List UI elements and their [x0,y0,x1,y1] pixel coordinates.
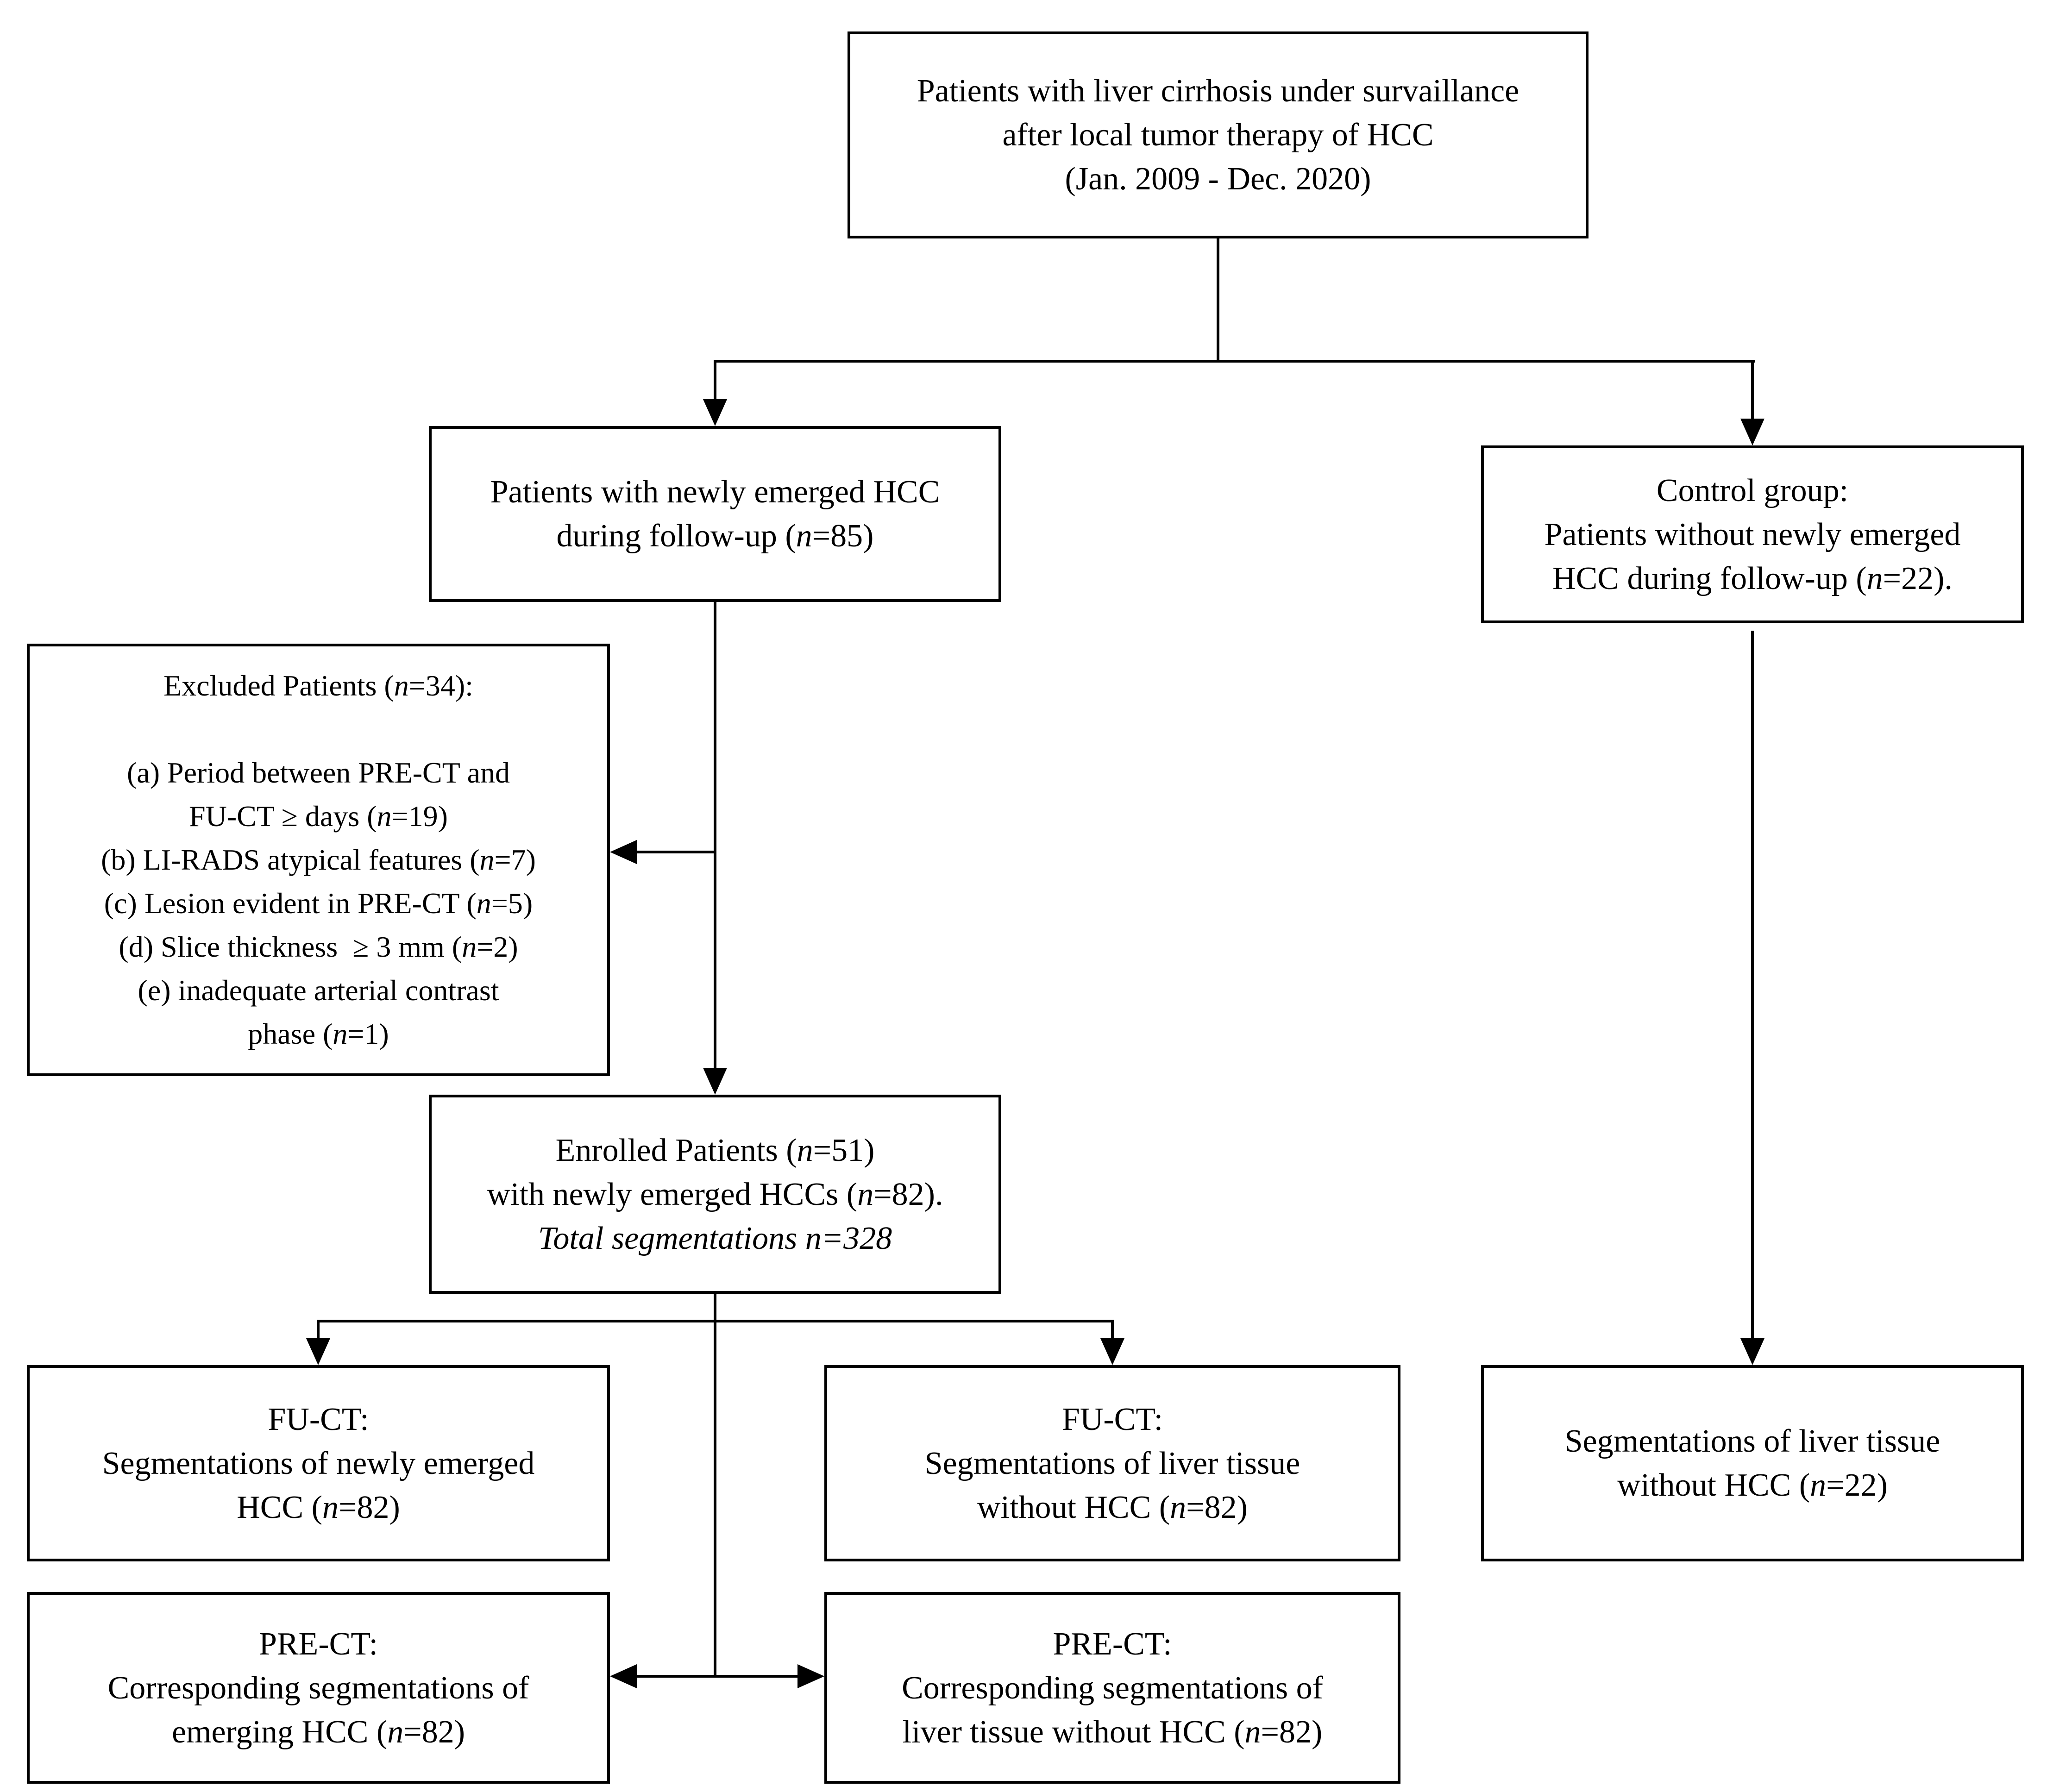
text-line: HCC during follow-up (n=22). [1552,560,1953,596]
box-control-group: Control group: Patients without newly eme… [1481,445,2024,623]
arrowhead-down-fuct-hcc [306,1338,330,1365]
text-line: Segmentations of newly emerged [102,1445,535,1481]
text-line: Control group: [1656,472,1849,508]
text-line: liver tissue without HCC (n=82) [902,1714,1323,1750]
connector-to-control-group [1751,360,1754,420]
text-line: Patients with newly emerged HCC [490,474,940,510]
text-line: emerging HCC (n=82) [171,1714,465,1750]
text-line: PRE-CT: [258,1626,378,1662]
text-line: (d) Slice thickness ≥ 3 mm (n=2) [119,930,518,963]
text-line: (e) inadequate arterial contrast [138,974,499,1007]
text-line: FU-CT: [1061,1401,1163,1437]
connector-branch2-horizontal [318,1320,1114,1322]
text-line: without HCC (n=82) [977,1489,1248,1525]
arrowhead-down-enrolled [703,1068,727,1095]
text-line: Enrolled Patients (n=51) [555,1132,875,1168]
text-line: (Jan. 2009 - Dec. 2020) [1065,161,1371,197]
text-line: Patients without newly emerged [1544,516,1961,552]
connector-top-vertical [1217,238,1219,361]
text-line [315,708,322,751]
text-line: phase (n=1) [248,1017,389,1050]
text-line: after local tumor therapy of HCC [1002,117,1434,153]
connector-to-excluded [637,851,716,853]
arrowhead-down-fuct-liver [1100,1338,1124,1365]
text-line: Segmentations of liver tissue [1564,1423,1940,1459]
text-line: FU-CT ≥ days (n=19) [189,800,448,833]
arrowhead-down-newly-emerged [703,399,727,426]
text-line: Corresponding segmentations of [107,1670,529,1706]
connector-control-down-vertical [1751,631,1754,1339]
box-fuct-liver-segmentations: FU-CT: Segmentations of liver tissue witho… [824,1365,1400,1561]
connector-to-newly-emerged [714,360,716,401]
box-prect-liver-segmentations: PRE-CT: Corresponding segmentations of liv… [824,1592,1400,1784]
connector-branch1-horizontal [715,360,1755,363]
connector-to-fuct-liver [1111,1320,1114,1339]
text-line: (a) Period between PRE-CT and [126,756,510,789]
box-excluded-patients: Excluded Patients (n=34): (a) Period bet… [27,644,610,1076]
connector-to-fuct-hcc [317,1320,320,1339]
text-line: without HCC (n=22) [1617,1467,1888,1503]
connector-enrolled-down-vertical [714,1294,716,1678]
text-line: (b) LI-RADS atypical features (n=7) [101,843,536,876]
text-line: Excluded Patients (n=34): [163,669,473,702]
text-line: HCC (n=82) [237,1489,400,1525]
text-line: Patients with liver cirrhosis under surv… [917,73,1519,109]
arrowhead-left-excluded [610,840,637,864]
box-surveillance-cohort: Patients with liver cirrhosis under surv… [848,31,1589,238]
text-line: (c) Lesion evident in PRE-CT (n=5) [104,887,533,920]
box-prect-hcc-segmentations: PRE-CT: Corresponding segmentations of eme… [27,1592,610,1784]
arrowhead-right-prect-liver [797,1664,824,1688]
text-line: Segmentations of liver tissue [924,1445,1300,1481]
text-line: PRE-CT: [1053,1626,1172,1662]
box-control-liver-segmentations: Segmentations of liver tissue without HCC… [1481,1365,2024,1561]
text-line: FU-CT: [268,1401,369,1437]
connector-to-enrolled [714,602,716,1069]
text-line: Corresponding segmentations of [902,1670,1323,1706]
arrowhead-down-control-group [1740,419,1764,445]
box-newly-emerged-hcc: Patients with newly emerged HCC during fo… [429,426,1001,602]
arrowhead-left-prect-hcc [610,1664,637,1688]
box-enrolled-patients: Enrolled Patients (n=51) with newly emerg… [429,1095,1001,1294]
connector-prect-double-horizontal [637,1675,798,1678]
text-line: with newly emerged HCCs (n=82). [487,1176,943,1212]
text-line: Total segmentations n=328 [538,1220,892,1256]
text-line: during follow-up (n=85) [556,518,874,554]
arrowhead-down-control-liver [1740,1338,1764,1365]
